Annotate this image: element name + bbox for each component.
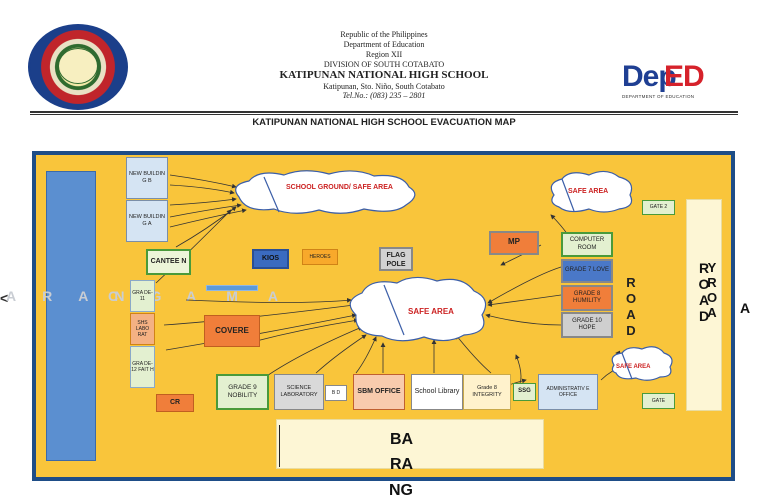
gate: GATE (642, 393, 675, 409)
bottom-right-safe-cloud (611, 346, 673, 381)
gate-2: GATE 2 (642, 200, 675, 215)
bottom-road-strip (276, 419, 544, 469)
center-safe-cloud (349, 276, 487, 342)
shs-laboratory: SHS LABO RAT (130, 313, 155, 345)
mp-building: MP (489, 231, 539, 255)
header-tel: Tel.No.: (083) 235 – 2801 (342, 91, 426, 100)
new-building-a: NEW BUILDIN G A (126, 200, 168, 242)
kios: KIOS (252, 249, 289, 269)
grade-11: GRA DE- 11 (130, 280, 155, 312)
center-safe-area-label: SAFE AREA (408, 307, 454, 316)
deped-logo-sub: DEPARTMENT OF EDUCATION (622, 94, 695, 99)
right-road-inner-letter: O (625, 291, 637, 306)
right-road-strip (686, 199, 722, 411)
administrative-office: ADMINISTRATIV E OFFICE (538, 374, 598, 410)
right-road-inner-letter: A (626, 307, 636, 322)
deped-logo-ed: ED (664, 60, 705, 93)
map-title: KATIPUNAN NATIONAL HIGH SCHOOL EVACUATIO… (252, 117, 516, 128)
right-side-road-letter: R (707, 275, 717, 290)
right-road-letter-r: R (698, 260, 710, 276)
header-department: Department of Education (343, 40, 425, 49)
school-ground-safe-area-label: SCHOOL GROUND/ SAFE AREA (286, 184, 393, 191)
small-room: B D (325, 385, 347, 401)
deped-logo: Dep ED DEPARTMENT OF EDUCATION (622, 60, 732, 104)
header-region: Region XII (365, 50, 403, 59)
heroes: HEROES (302, 249, 338, 265)
school-seal-emblem (58, 48, 98, 84)
right-road-label: R O A D (694, 260, 714, 324)
flag-pole: FLAG POLE (379, 247, 413, 271)
right-road-letter-o: O (698, 276, 710, 292)
evacuation-map: ARANG CYAMA (6, 151, 735, 481)
school-seal-logo (28, 24, 128, 110)
grade-7-love: GRADE 7 LOVE (561, 259, 613, 283)
header-republic: Republic of the Philippines (340, 30, 428, 39)
bottom-right-safe-area-label: SAFE AREA (616, 364, 651, 370)
bottom-road-text-3: NG (389, 482, 413, 499)
covered-walk-strip (206, 285, 258, 291)
top-right-safe-area-label: SAFE AREA (568, 188, 609, 195)
right-side-road-letter: O (706, 290, 718, 305)
computer-room: COMPUTER ROOM (561, 232, 613, 257)
right-road-letter-a: A (698, 292, 710, 308)
left-road-letter-a: < (0, 290, 9, 306)
right-road-letter-d: D (698, 308, 710, 324)
new-building-b: NEW BUILDIN G B (126, 157, 168, 199)
header-rule-thin (30, 114, 738, 115)
far-right-road-letter: A (740, 300, 751, 316)
left-road-label: ARANG (6, 288, 188, 304)
header-school-name: KATIPUNAN NATIONAL HIGH SCHOOL (279, 69, 489, 81)
bottom-road-text-2: RA (390, 456, 414, 473)
right-road-inner-letter: D (626, 323, 636, 338)
bottom-road-line (279, 425, 280, 467)
ssg-office: SSG (513, 383, 536, 401)
right-road-inner-letter: R (626, 275, 636, 290)
grade-8-integrity: Grade 8 INTEGRITY (463, 374, 511, 410)
header-address: Katipunan, Sto. Niño, South Cotabato (323, 82, 445, 91)
science-laboratory: SCIENCE LABORATORY (274, 374, 324, 410)
grade-12-faith: GRA DE- 12 FAIT H (130, 346, 155, 388)
cr: CR (156, 394, 194, 412)
grade-10-hope: GRADE 10 HOPE (561, 312, 613, 338)
top-right-safe-cloud (550, 170, 633, 213)
left-road-strip (46, 171, 96, 461)
canteen: CANTEE N (146, 249, 191, 275)
header-division: DIVISION OF SOUTH COTABATO (323, 60, 445, 69)
grade-9-nobility: GRADE 9 NOBILITY (216, 374, 269, 410)
bottom-road-text-1: BA (390, 431, 414, 448)
school-ground-cloud (235, 170, 416, 214)
sbm-office: SBM OFFICE (353, 374, 405, 410)
grade-8-humility: GRADE 8 HUMILITY (561, 285, 613, 311)
right-side-road-letter: Y (707, 260, 717, 275)
right-side-road-letter: A (707, 305, 717, 320)
deped-logo-dep: Dep (622, 60, 677, 93)
header-rule (30, 111, 738, 113)
school-library: School Library (411, 374, 463, 410)
covered-court: COVERE (204, 315, 260, 347)
